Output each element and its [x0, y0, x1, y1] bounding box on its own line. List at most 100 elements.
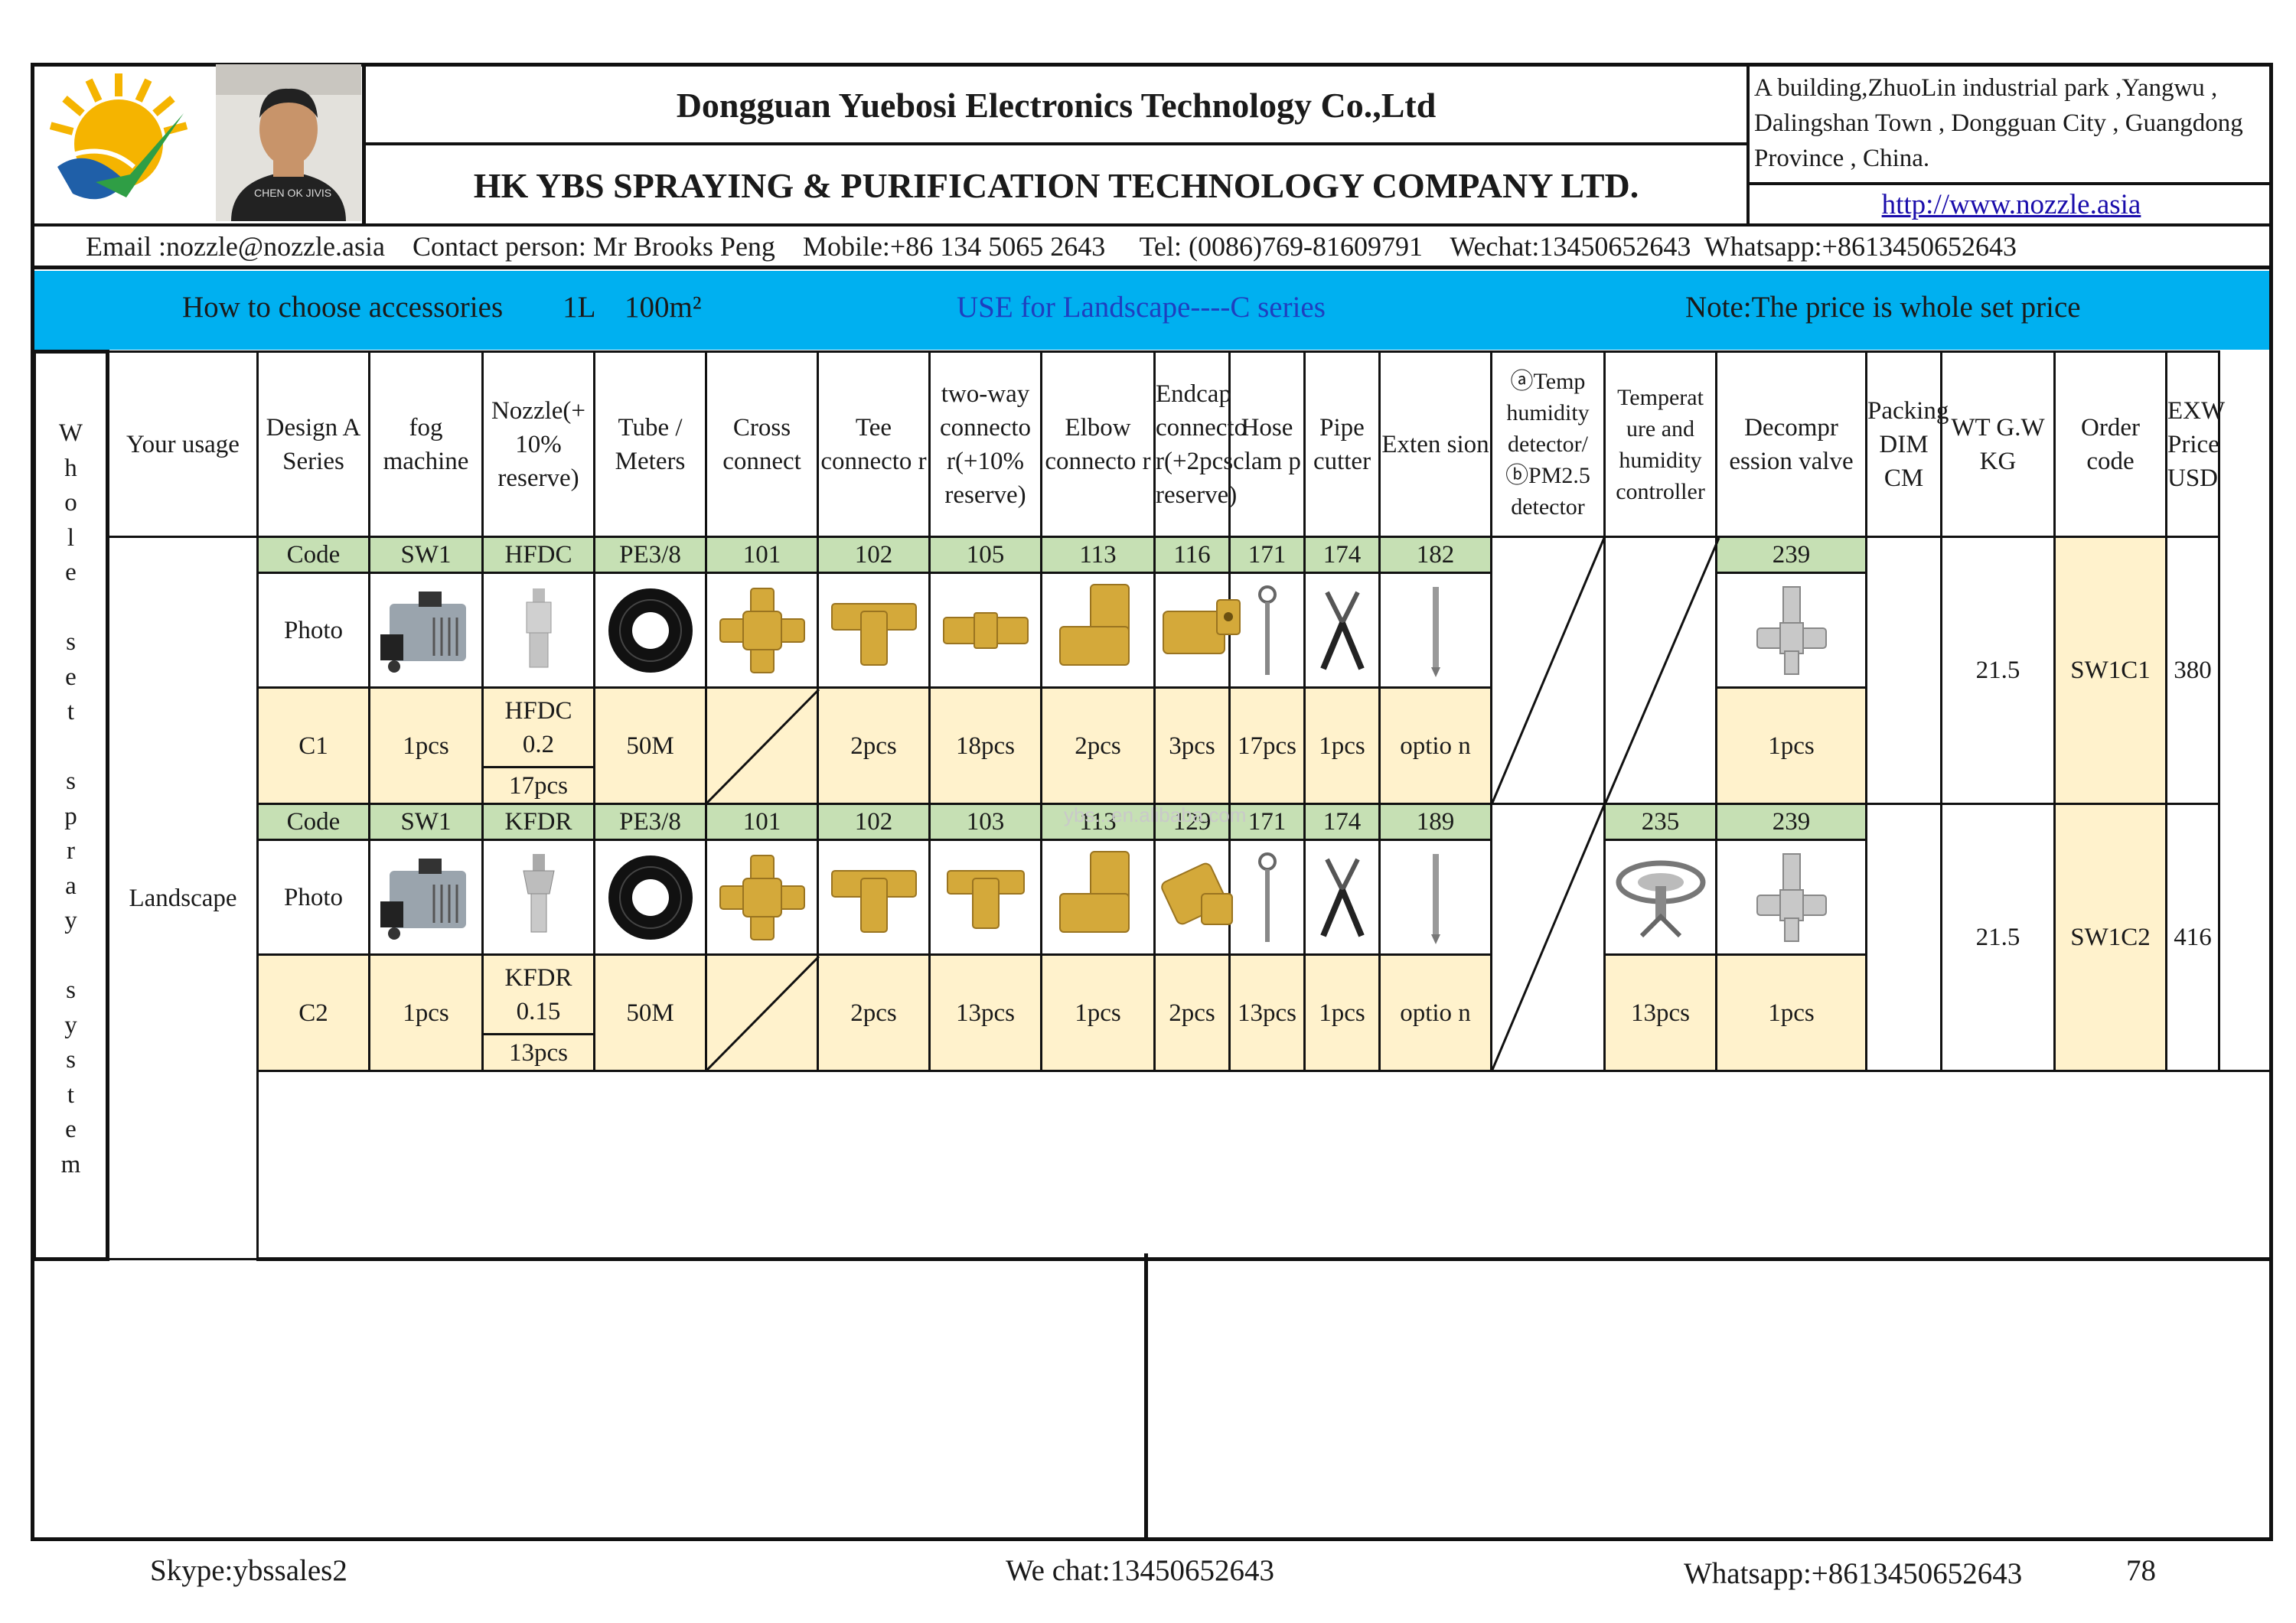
fog-machine-icon	[380, 591, 466, 673]
cross-connector-icon	[719, 854, 805, 940]
side-label-letter: t	[67, 1080, 75, 1109]
pipe-cutter-icon	[1319, 591, 1365, 670]
set2-code-hose: 171	[1228, 803, 1306, 841]
set1-qty-tee: 2pcs	[817, 686, 931, 805]
set1-qty-nozzle-model: HFDC 0.2	[481, 686, 595, 769]
banner-left-text: How to choose accessories 1L 100m²	[182, 291, 702, 324]
tube-coil-icon	[608, 855, 693, 940]
set2-photo-endcap	[1153, 839, 1233, 956]
set1-nozzle-model: HFDC	[504, 696, 572, 725]
footer-wechat: We chat:13450652643	[1006, 1554, 1275, 1587]
side-label-letter: W	[58, 419, 83, 447]
diagonal-slash-icon	[1491, 537, 1606, 803]
set2-qty-twoway: 13pcs	[928, 953, 1042, 1072]
set1-code-tube: PE3/8	[593, 536, 707, 574]
set1-temp-empty	[1490, 536, 1606, 805]
side-label-letter: l	[67, 523, 75, 552]
header-valve: Decompr ession valve	[1715, 350, 1867, 538]
set1-packing	[1865, 536, 1942, 805]
set2-code-controller: 235	[1603, 803, 1717, 841]
set2-code-twoway: 103	[928, 803, 1042, 841]
header-pipe: Pipe cutter	[1303, 350, 1381, 538]
diagonal-slash-icon	[706, 688, 820, 803]
set2-qty-ext: optio n	[1378, 953, 1492, 1072]
side-label-letter	[36, 939, 106, 974]
set1-photo-cross	[705, 572, 819, 689]
set2-photo-elbow	[1040, 839, 1156, 956]
set2-qty-hose: 13pcs	[1228, 953, 1306, 1072]
set2-photo-controller	[1603, 839, 1717, 956]
side-label-letter: e	[65, 663, 77, 691]
elbow-connector-icon	[1058, 583, 1130, 666]
set1-photo-pipe	[1303, 572, 1381, 689]
set1-photo-elbow	[1040, 572, 1156, 689]
set2-photo-tee	[817, 839, 931, 956]
fog-machine-icon	[380, 858, 466, 940]
endcap-connector-icon	[1163, 598, 1241, 654]
side-label-letter	[36, 730, 106, 765]
set1-photo-fog	[368, 572, 484, 689]
set1-photo-valve	[1715, 572, 1867, 689]
set2-design: C2	[256, 953, 370, 1072]
set2-photo-label: Photo	[256, 839, 370, 956]
footer-skype: Skype:ybssales2	[150, 1554, 347, 1587]
set2-price: 416	[2165, 803, 2220, 1072]
set2-nozzle-model: KFDR	[504, 963, 572, 992]
set1-photo-twoway	[928, 572, 1042, 689]
usage-cell: Landscape	[106, 536, 259, 1260]
set2-qty-cross	[705, 953, 820, 1072]
header-twoway: two-way connecto r(+10% reserve)	[928, 350, 1042, 538]
page-frame	[31, 63, 2273, 1541]
side-label-letter: p	[64, 802, 77, 830]
set1-price: 380	[2165, 536, 2220, 805]
set2-qty-pipe: 1pcs	[1303, 953, 1381, 1072]
set1-photo-tee	[817, 572, 931, 689]
side-label-letter: s	[66, 976, 76, 1004]
set2-code-valve: 239	[1715, 803, 1867, 841]
contact-person-photo: CHEN OK JIVIS	[216, 64, 361, 221]
set2-order-code: SW1C2	[2053, 803, 2167, 1072]
set2-temp-empty	[1490, 803, 1606, 1072]
set2-qty-tee: 2pcs	[817, 953, 931, 1072]
nozzle-icon	[522, 853, 555, 932]
set1-wt: 21.5	[1940, 536, 2056, 805]
set2-photo-tube	[593, 839, 707, 956]
extension-rod-icon	[1430, 586, 1440, 677]
decompression-valve-icon	[1756, 852, 1827, 942]
side-label-letter: t	[67, 698, 75, 725]
set2-photo-pipe	[1303, 839, 1381, 956]
set2-qty-fog: 1pcs	[368, 953, 484, 1072]
side-label-letter: r	[67, 837, 75, 865]
set1-code-cross: 101	[705, 536, 819, 574]
side-label-letter: s	[66, 768, 76, 795]
set1-photo-label: Photo	[256, 572, 370, 689]
company-address: A building,ZhuoLin industrial park ,Yang…	[1754, 74, 2243, 172]
set1-code-label: Code	[256, 536, 370, 574]
set1-design: C1	[256, 686, 370, 805]
set2-code-cross: 101	[705, 803, 819, 841]
set1-qty-fog: 1pcs	[368, 686, 484, 805]
set2-qty-nozzle-model: KFDR 0.15	[481, 953, 595, 1036]
side-label-letter: h	[64, 454, 77, 482]
set1-code-hose: 171	[1228, 536, 1306, 574]
tee-connector-icon	[830, 869, 917, 933]
set1-code-fog: SW1	[368, 536, 484, 574]
header-order: Order code	[2053, 350, 2167, 538]
header-design: Design A Series	[256, 350, 370, 538]
website-link[interactable]: http://www.nozzle.asia	[1881, 188, 2141, 220]
set1-code-twoway: 105	[928, 536, 1042, 574]
set1-qty-endcap: 3pcs	[1153, 686, 1231, 805]
page-number: 78	[2126, 1554, 2156, 1587]
tee-connector-icon	[830, 602, 917, 666]
set2-qty-valve: 1pcs	[1715, 953, 1867, 1072]
set2-photo-cross	[705, 839, 819, 956]
banner-series-text: USE for Landscape----C series	[957, 291, 1326, 324]
header-price: EXW Price USD	[2165, 350, 2225, 538]
header-wt: WT G.W KG	[1940, 350, 2056, 538]
tube-coil-icon	[608, 588, 693, 673]
header-tee: Tee connecto r	[817, 350, 931, 538]
decompression-valve-icon	[1756, 585, 1827, 675]
set2-photo-nozzle	[481, 839, 595, 956]
header-temp: ⓐTemp humidity detector/ ⓑPM2.5 detector	[1490, 350, 1606, 538]
set2-code-pipe: 174	[1303, 803, 1381, 841]
